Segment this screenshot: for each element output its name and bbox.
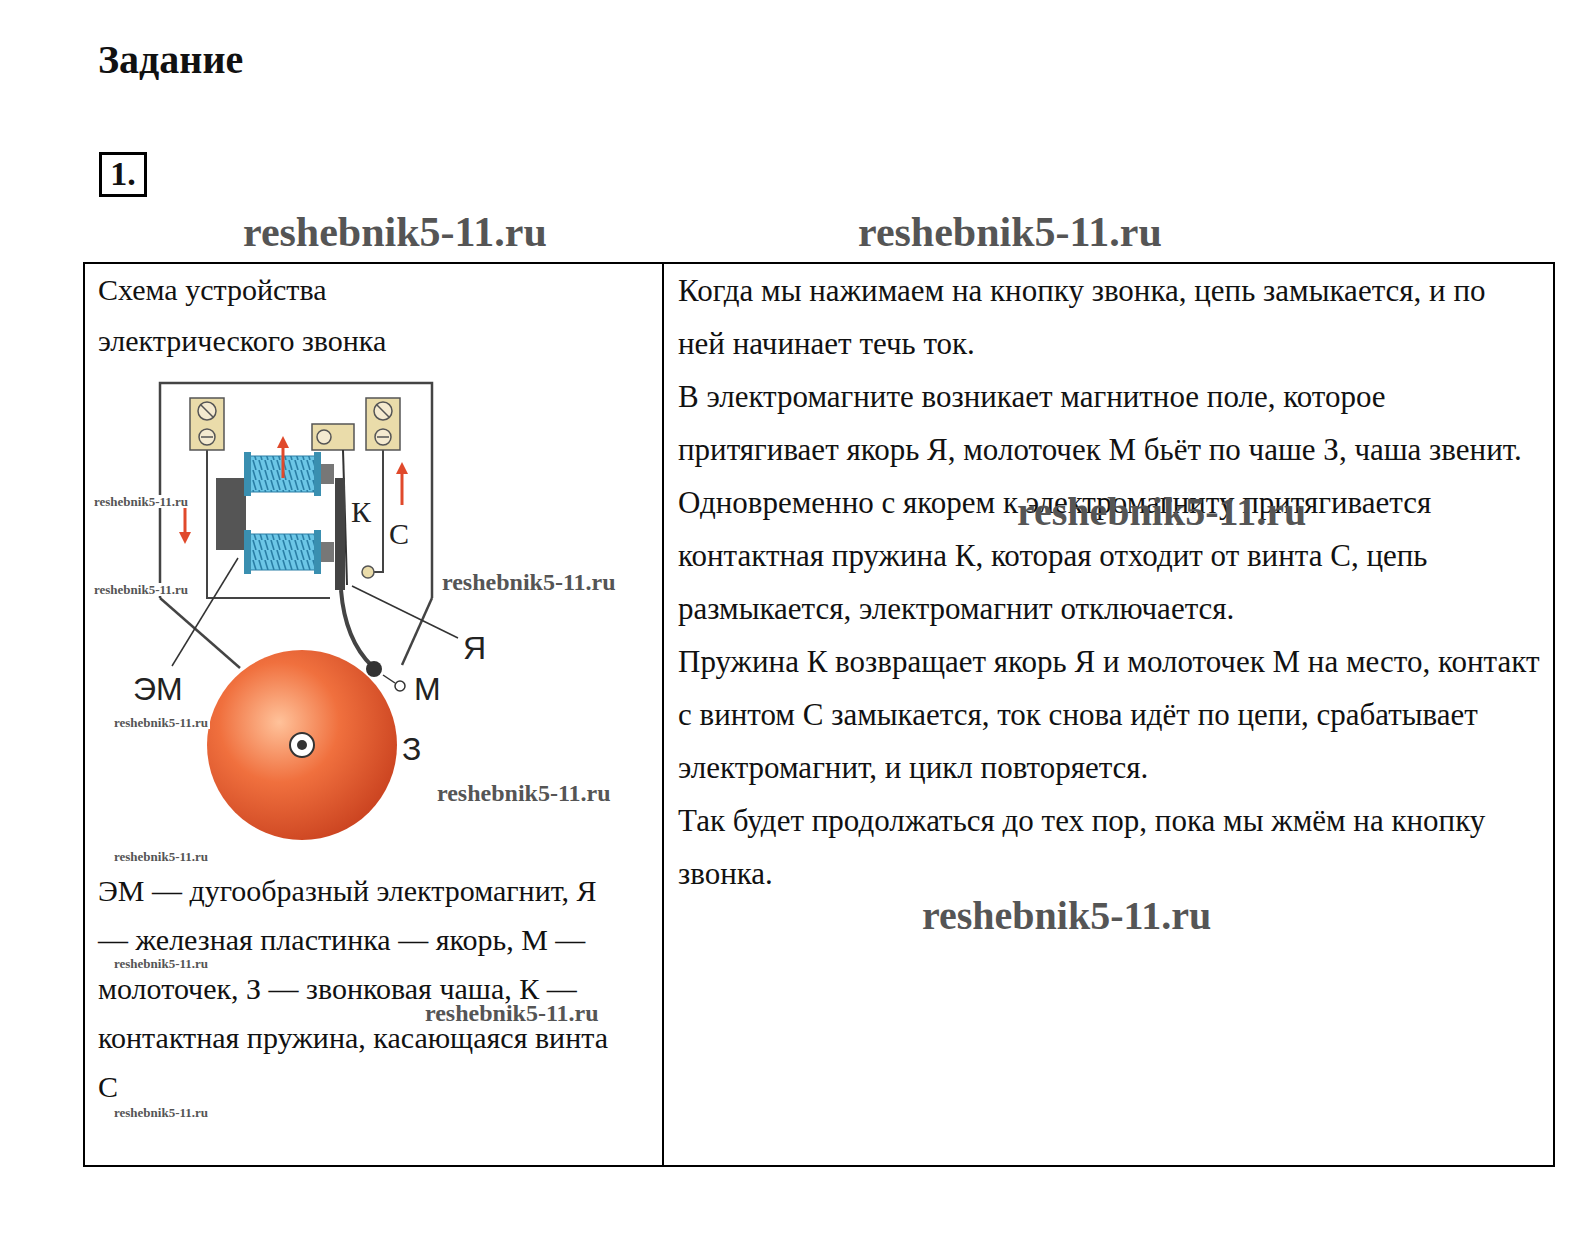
watermark: reshebnik5-11.ru: [112, 850, 210, 863]
watermark: reshebnik5-11.ru: [858, 211, 1162, 253]
leader-lines: [172, 558, 458, 691]
watermark: reshebnik5-11.ru: [112, 957, 210, 970]
watermark: reshebnik5-11.ru: [92, 583, 190, 596]
part-label: ЭМ: [133, 673, 183, 705]
terminal-screw: [190, 398, 224, 450]
current-arrows: [185, 442, 402, 538]
cell-heading: Схема устройства электрического звонка: [98, 264, 483, 366]
armature: [335, 478, 345, 590]
contact-screw: [362, 566, 374, 578]
watermark: reshebnik5-11.ru: [112, 1106, 210, 1119]
part-label: К: [351, 497, 371, 527]
page-title: Задание: [98, 36, 243, 83]
watermark: reshebnik5-11.ru: [440, 570, 618, 594]
watermark: reshebnik5-11.ru: [1017, 492, 1306, 532]
table-cell: Когда мы нажимаем на кнопку звонка, цепь…: [662, 262, 1555, 1167]
watermark: reshebnik5-11.ru: [435, 781, 613, 805]
watermark: reshebnik5-11.ru: [112, 716, 210, 729]
paragraph: Когда мы нажимаем на кнопку звонка, цепь…: [678, 264, 1540, 370]
bell-cup: [207, 650, 397, 840]
task-number: 1.: [110, 154, 136, 195]
hammer-rod: [341, 590, 372, 666]
paragraph: В электромагните возникает магнитное пол…: [678, 370, 1540, 476]
terminal-screw: [366, 398, 400, 450]
watermark: reshebnik5-11.ru: [922, 896, 1211, 936]
watermark: reshebnik5-11.ru: [243, 211, 547, 253]
legend-text: ЭМ — дугообразный электромагнит, Я — жел…: [98, 866, 613, 1111]
part-label: Я: [463, 632, 486, 664]
paragraph: Так будет продолжаться до тех пор, пока …: [678, 794, 1540, 900]
watermark: reshebnik5-11.ru: [425, 1001, 599, 1025]
contact-block: [312, 424, 354, 450]
wires: [207, 450, 383, 598]
part-label: З: [402, 733, 421, 765]
hammer: [366, 661, 382, 677]
table-cell: Схема устройства электрического звонкаЭМ…: [83, 262, 664, 1167]
housing: [160, 383, 432, 668]
number-box: 1.: [99, 152, 147, 197]
part-label: С: [389, 519, 409, 549]
part-label: М: [414, 673, 441, 705]
electromagnet: [216, 452, 334, 574]
bell-bolt: [290, 733, 314, 757]
watermark: reshebnik5-11.ru: [92, 495, 190, 508]
paragraph: Пружина К возвращает якорь Я и молоточек…: [678, 635, 1540, 794]
